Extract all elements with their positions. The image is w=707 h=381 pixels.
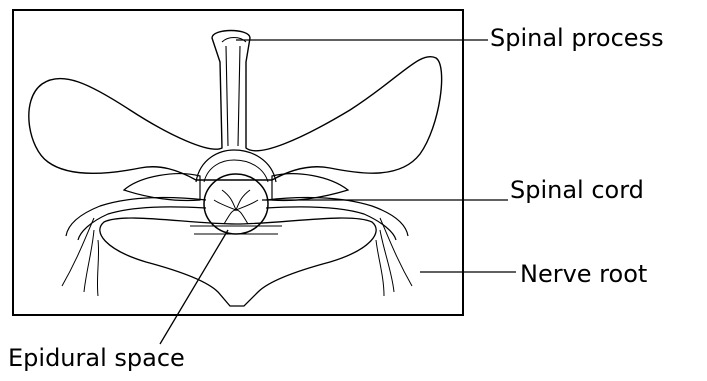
label-nerve-root: Nerve root [520, 262, 647, 286]
label-epidural-space: Epidural space [8, 346, 185, 370]
leader-epidural-space [160, 230, 228, 344]
spinal-cord [204, 174, 268, 234]
vertebral-body [100, 218, 376, 306]
spinous-inner [222, 38, 246, 147]
left-facet [124, 174, 200, 201]
grey-matter [214, 190, 258, 224]
lamina-arch [196, 150, 276, 182]
lamina-inner [204, 160, 268, 182]
diagram-frame [13, 10, 463, 315]
right-facet [272, 174, 348, 201]
label-spinal-cord: Spinal cord [510, 178, 644, 202]
vertebra-outline [29, 31, 442, 181]
epidural-band [190, 226, 282, 234]
label-spinal-process: Spinal process [490, 26, 664, 50]
